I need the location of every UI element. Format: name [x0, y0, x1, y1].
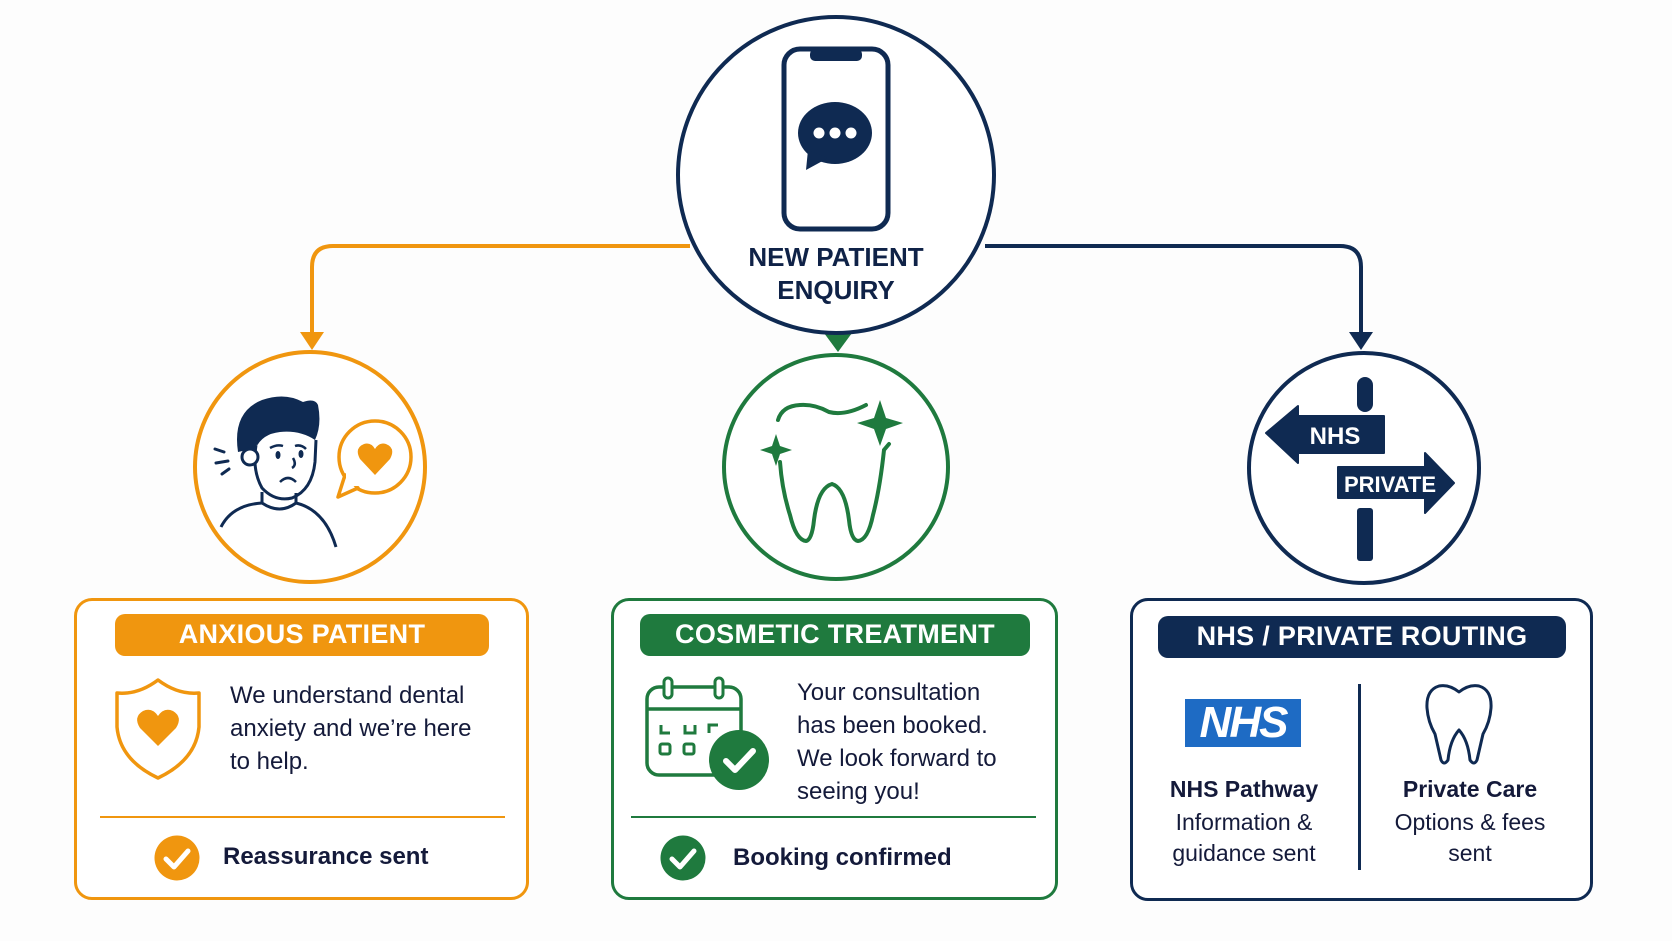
anxious-message: We understand dental anxiety and we’re h…: [230, 679, 520, 778]
hub-title: NEW PATIENT ENQUIRY: [716, 241, 956, 307]
signpost-private-label: PRIVATE: [1344, 472, 1436, 497]
desc-line: Information &: [1175, 809, 1313, 835]
arrow-head-cosmetic: [824, 333, 852, 352]
arrow-head-routing: [1349, 332, 1373, 350]
desc-line: Options & fees: [1394, 809, 1546, 835]
nhs-logo: NHS: [1185, 699, 1301, 747]
connector-anxious: [310, 244, 690, 335]
shield-heart-icon: [115, 678, 201, 780]
sparkle-small-icon: [760, 434, 792, 466]
check-circle-icon: [154, 835, 200, 881]
divider: [100, 816, 505, 818]
connector-routing: [985, 244, 1363, 335]
nhs-logo-text: NHS: [1199, 698, 1289, 747]
signpost-icon: NHS PRIVATE: [1265, 377, 1455, 561]
cosmetic-treatment-header: COSMETIC TREATMENT: [640, 614, 1030, 656]
check-circle-icon: [660, 835, 706, 881]
cosmetic-status: Booking confirmed: [733, 844, 952, 871]
nhs-pathway-desc: Information & guidance sent: [1144, 807, 1344, 869]
cosmetic-message: Your consultation has been booked. We lo…: [797, 676, 1047, 808]
tooth-icon: [1425, 684, 1493, 765]
routing-header: NHS / PRIVATE ROUTING: [1158, 616, 1566, 658]
message-line: We understand dental: [230, 682, 465, 709]
anxious-status: Reassurance sent: [223, 843, 429, 870]
message-line: to help.: [230, 748, 309, 775]
message-line: seeing you!: [797, 778, 920, 805]
arrow-head-anxious: [300, 332, 324, 350]
hub-title-line2: ENQUIRY: [777, 275, 895, 305]
sparkling-tooth-icon: [776, 402, 891, 544]
anxious-patient-header: ANXIOUS PATIENT: [115, 614, 489, 656]
message-line: We look forward to: [797, 745, 997, 772]
cosmetic-circle: [722, 353, 950, 581]
signpost-nhs-label: NHS: [1310, 423, 1361, 450]
calendar-check-icon: [645, 676, 769, 790]
desc-line: guidance sent: [1172, 840, 1316, 866]
column-divider: [1358, 684, 1361, 870]
phone-chat-icon: [781, 46, 891, 232]
desc-line: sent: [1448, 840, 1492, 866]
message-line: Your consultation: [797, 679, 981, 706]
message-line: anxiety and we’re here: [230, 715, 472, 742]
divider: [631, 816, 1036, 818]
private-care-title: Private Care: [1402, 776, 1538, 802]
anxious-person-heart-icon: [213, 396, 413, 548]
nhs-pathway-title: NHS Pathway: [1169, 776, 1319, 802]
hub-title-line1: NEW PATIENT: [748, 242, 924, 272]
private-care-desc: Options & fees sent: [1370, 807, 1570, 869]
sparkle-large-icon: [857, 400, 903, 446]
message-line: has been booked.: [797, 712, 988, 739]
